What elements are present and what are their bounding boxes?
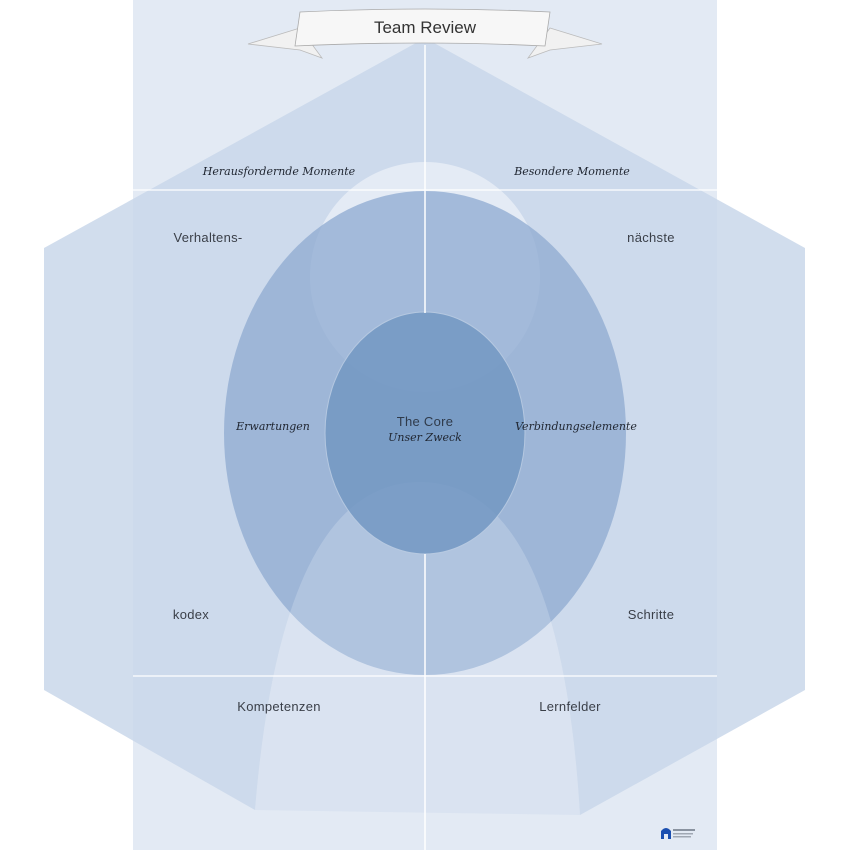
- label-connecting-elements: Verbindungselemente: [515, 420, 637, 433]
- label-special-moments: Besondere Momente: [513, 165, 630, 178]
- label-code-of-conduct-top: Verhaltens-: [173, 230, 242, 245]
- bottom-arch: [255, 482, 580, 815]
- label-code-of-conduct-bottom: kodex: [173, 607, 209, 622]
- core-subtitle: Unser Zweck: [388, 431, 462, 444]
- label-next-steps-bottom: Schritte: [628, 607, 674, 622]
- label-learning-fields: Lernfelder: [539, 699, 601, 714]
- core-title: The Core: [397, 414, 454, 429]
- brand-logo: [661, 828, 695, 839]
- title-ribbon: Team Review: [247, 8, 603, 59]
- page-title: Team Review: [374, 18, 477, 37]
- label-competencies: Kompetenzen: [237, 699, 321, 714]
- label-challenging-moments: Herausfordernde Momente: [202, 165, 356, 178]
- label-expectations: Erwartungen: [235, 420, 310, 433]
- label-next-steps-top: nächste: [627, 230, 675, 245]
